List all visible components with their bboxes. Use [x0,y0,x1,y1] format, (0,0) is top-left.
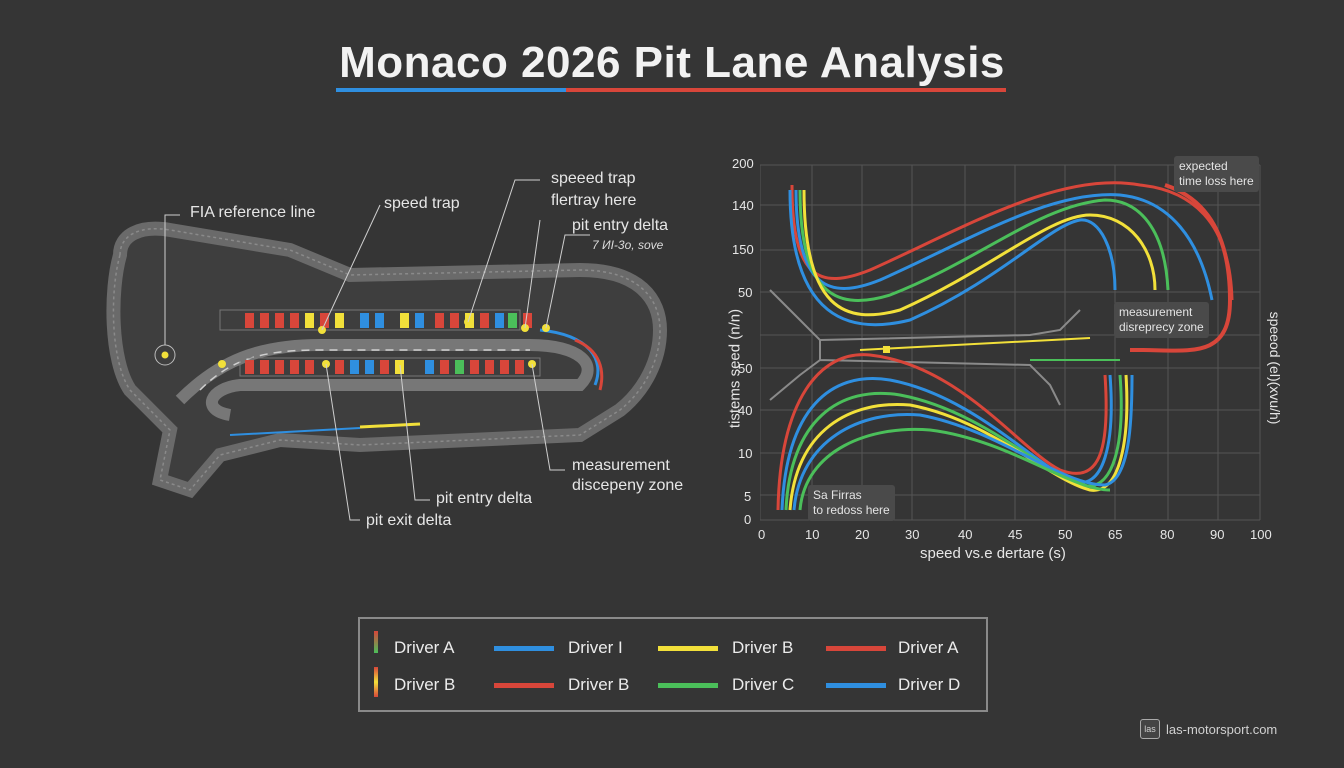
legend-label-5: Driver B [568,675,630,694]
legend-label-4: Driver B [394,675,456,694]
y-tick-2: 150 [732,242,754,257]
label-small-note: 7 ИI-3o, sove [592,238,664,252]
chart-pit-lane [769,289,1081,406]
legend-label-3: Driver A [898,638,959,657]
lower-curves [776,353,1134,511]
marker-1 [218,360,226,368]
note-measurement-line-1: measurement [1119,305,1193,319]
brand-logo-icon: las [1140,719,1160,739]
y-axis-label: tistems seed (n/n) [726,308,744,429]
legend-swatch-2 [658,646,718,651]
legend-label-1: Driver I [568,638,623,657]
legend-swatch-6 [658,683,718,688]
chart-pit-line-yellow [859,337,1091,351]
y-tick-7: 5 [744,489,752,504]
x-tick-2: 20 [855,527,870,542]
brand[interactable]: las las-motorsport.com [1140,719,1277,739]
note-expected-line-1: expected [1179,159,1228,173]
note-expected-line-2: time loss here [1179,174,1254,188]
pit-lane-diagram [106,179,668,521]
x-tick-10: 100 [1250,527,1272,542]
red-return-curve [1130,183,1233,353]
page-title: Monaco 2026 Pit Lane Analysis [339,38,1005,87]
note-measurement-line-2: disreprecy zone [1119,320,1204,334]
y-tick-4: 50 [738,361,753,376]
track-inner-edge [112,228,661,491]
legend-marker-row2 [374,667,378,697]
note-measurement: measurement disreprecy zone [1114,302,1209,338]
leader-lines [164,179,590,521]
label-flertray-here: flertray here [551,192,637,209]
x-tick-3: 30 [905,527,920,542]
label-pit-entry-delta-bottom: pit entry delta [436,490,533,507]
track-accent-yellow [359,422,421,429]
x-tick-8: 80 [1160,527,1175,542]
label-measurement-zone: discepeny zone [572,477,684,494]
garages-bottom [239,357,541,377]
brand-site: las-motorsport.com [1166,721,1278,737]
legend-label-0: Driver A [394,638,455,657]
legend-swatch-5 [494,683,554,688]
garages-top [219,309,532,331]
legend-label-6: Driver C [732,675,795,694]
x-axis-label: speed vs.e dertare (s) [920,545,1066,562]
pit-lane [175,339,594,421]
y-tick-3: 50 [738,285,753,300]
pit-lane-centerline [199,349,530,391]
label-pit-entry-delta-top: pit entry delta [572,217,669,234]
label-fia-reference-line: FIA reference line [190,204,316,221]
legend-label-7: Driver D [898,675,961,694]
y-axis-label-right: speeod (el)(xvu/h) [1267,311,1283,425]
y-tick-0: 200 [732,156,754,171]
x-tick-0: 0 [758,527,766,542]
speed-chart [760,164,1261,521]
track-accent-red [574,338,604,391]
x-tick-5: 45 [1008,527,1023,542]
y-tick-6: 10 [738,446,753,461]
y-tick-8: 0 [744,512,752,527]
legend-swatch-3 [826,646,886,651]
chart-marker-yellow [883,346,890,353]
legend: Driver A Driver I Driver B Driver A Driv… [358,617,988,712]
upper-curves [788,181,1234,327]
x-tick-4: 40 [958,527,973,542]
marker-fia-dot [161,351,169,359]
legend-label-2: Driver B [732,638,794,657]
x-tick-1: 10 [805,527,820,542]
x-tick-7: 65 [1108,527,1123,542]
note-firras-line-1: Sa Firras [813,488,862,502]
label-speed-trap-left: speed trap [384,195,460,212]
legend-swatch-7 [826,683,886,688]
title-underline-blue [336,88,566,92]
label-speed-trap-top: speeed trap [551,170,636,187]
legend-marker-row1 [374,631,378,653]
x-tick-6: 50 [1058,527,1073,542]
note-expected: expected time loss here [1174,156,1259,192]
note-firras-line-2: to redoss here [813,503,890,517]
x-tick-9: 90 [1210,527,1225,542]
label-pit-exit-delta: pit exit delta [366,512,452,529]
y-tick-5: 40 [738,403,753,418]
note-firras: Sa Firras to redoss here [808,485,895,521]
label-measurement: measurement [572,457,670,474]
y-tick-1: 140 [732,198,754,213]
legend-swatch-1 [494,646,554,651]
title-underline-red [566,88,1006,92]
track-accent-blue-bottom [229,427,361,436]
